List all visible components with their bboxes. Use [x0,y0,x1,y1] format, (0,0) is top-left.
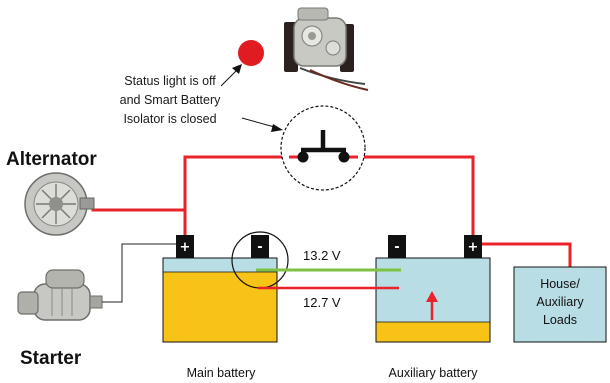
main-battery-negative-terminal: - [251,235,269,258]
status-light [238,40,264,66]
alternator-image [24,172,95,236]
svg-text:+: + [180,240,191,255]
aux-battery-positive-terminal: + [464,235,482,258]
svg-text:-: - [394,240,399,255]
isolator-device-image [284,7,369,91]
loads-line1: House/ [540,277,580,291]
voltage-aux-label: 12.7 V [303,295,341,310]
main-wiring [91,155,572,269]
auxiliary-battery: - + [375,235,491,343]
starter-image [17,269,103,321]
isolator-arrow [241,117,279,129]
aux-battery-negative-terminal: - [388,235,406,258]
status-text-line1: Status light is off [124,74,216,88]
voltage-main-label: 13.2 V [303,248,341,263]
main-battery: + - [162,231,289,343]
starter-wire [102,243,177,303]
alternator-label: Alternator [6,149,97,170]
isolator-switch [280,105,366,191]
starter-label: Starter [20,348,82,369]
house-loads-box: House/ Auxiliary Loads [513,266,607,343]
svg-text:-: - [257,240,262,255]
main-battery-positive-terminal: + [176,235,194,258]
svg-text:+: + [468,240,479,255]
status-text-line2: and Smart Battery [120,93,221,107]
loads-line2: Auxiliary [536,295,584,309]
main-battery-label: Main battery [187,366,257,380]
loads-line3: Loads [543,313,577,327]
status-annotation: Status light is off and Smart Battery Is… [120,64,283,132]
charging-arrow [426,291,438,320]
aux-battery-label: Auxiliary battery [389,366,479,380]
status-text-line3: Isolator is closed [123,112,216,126]
